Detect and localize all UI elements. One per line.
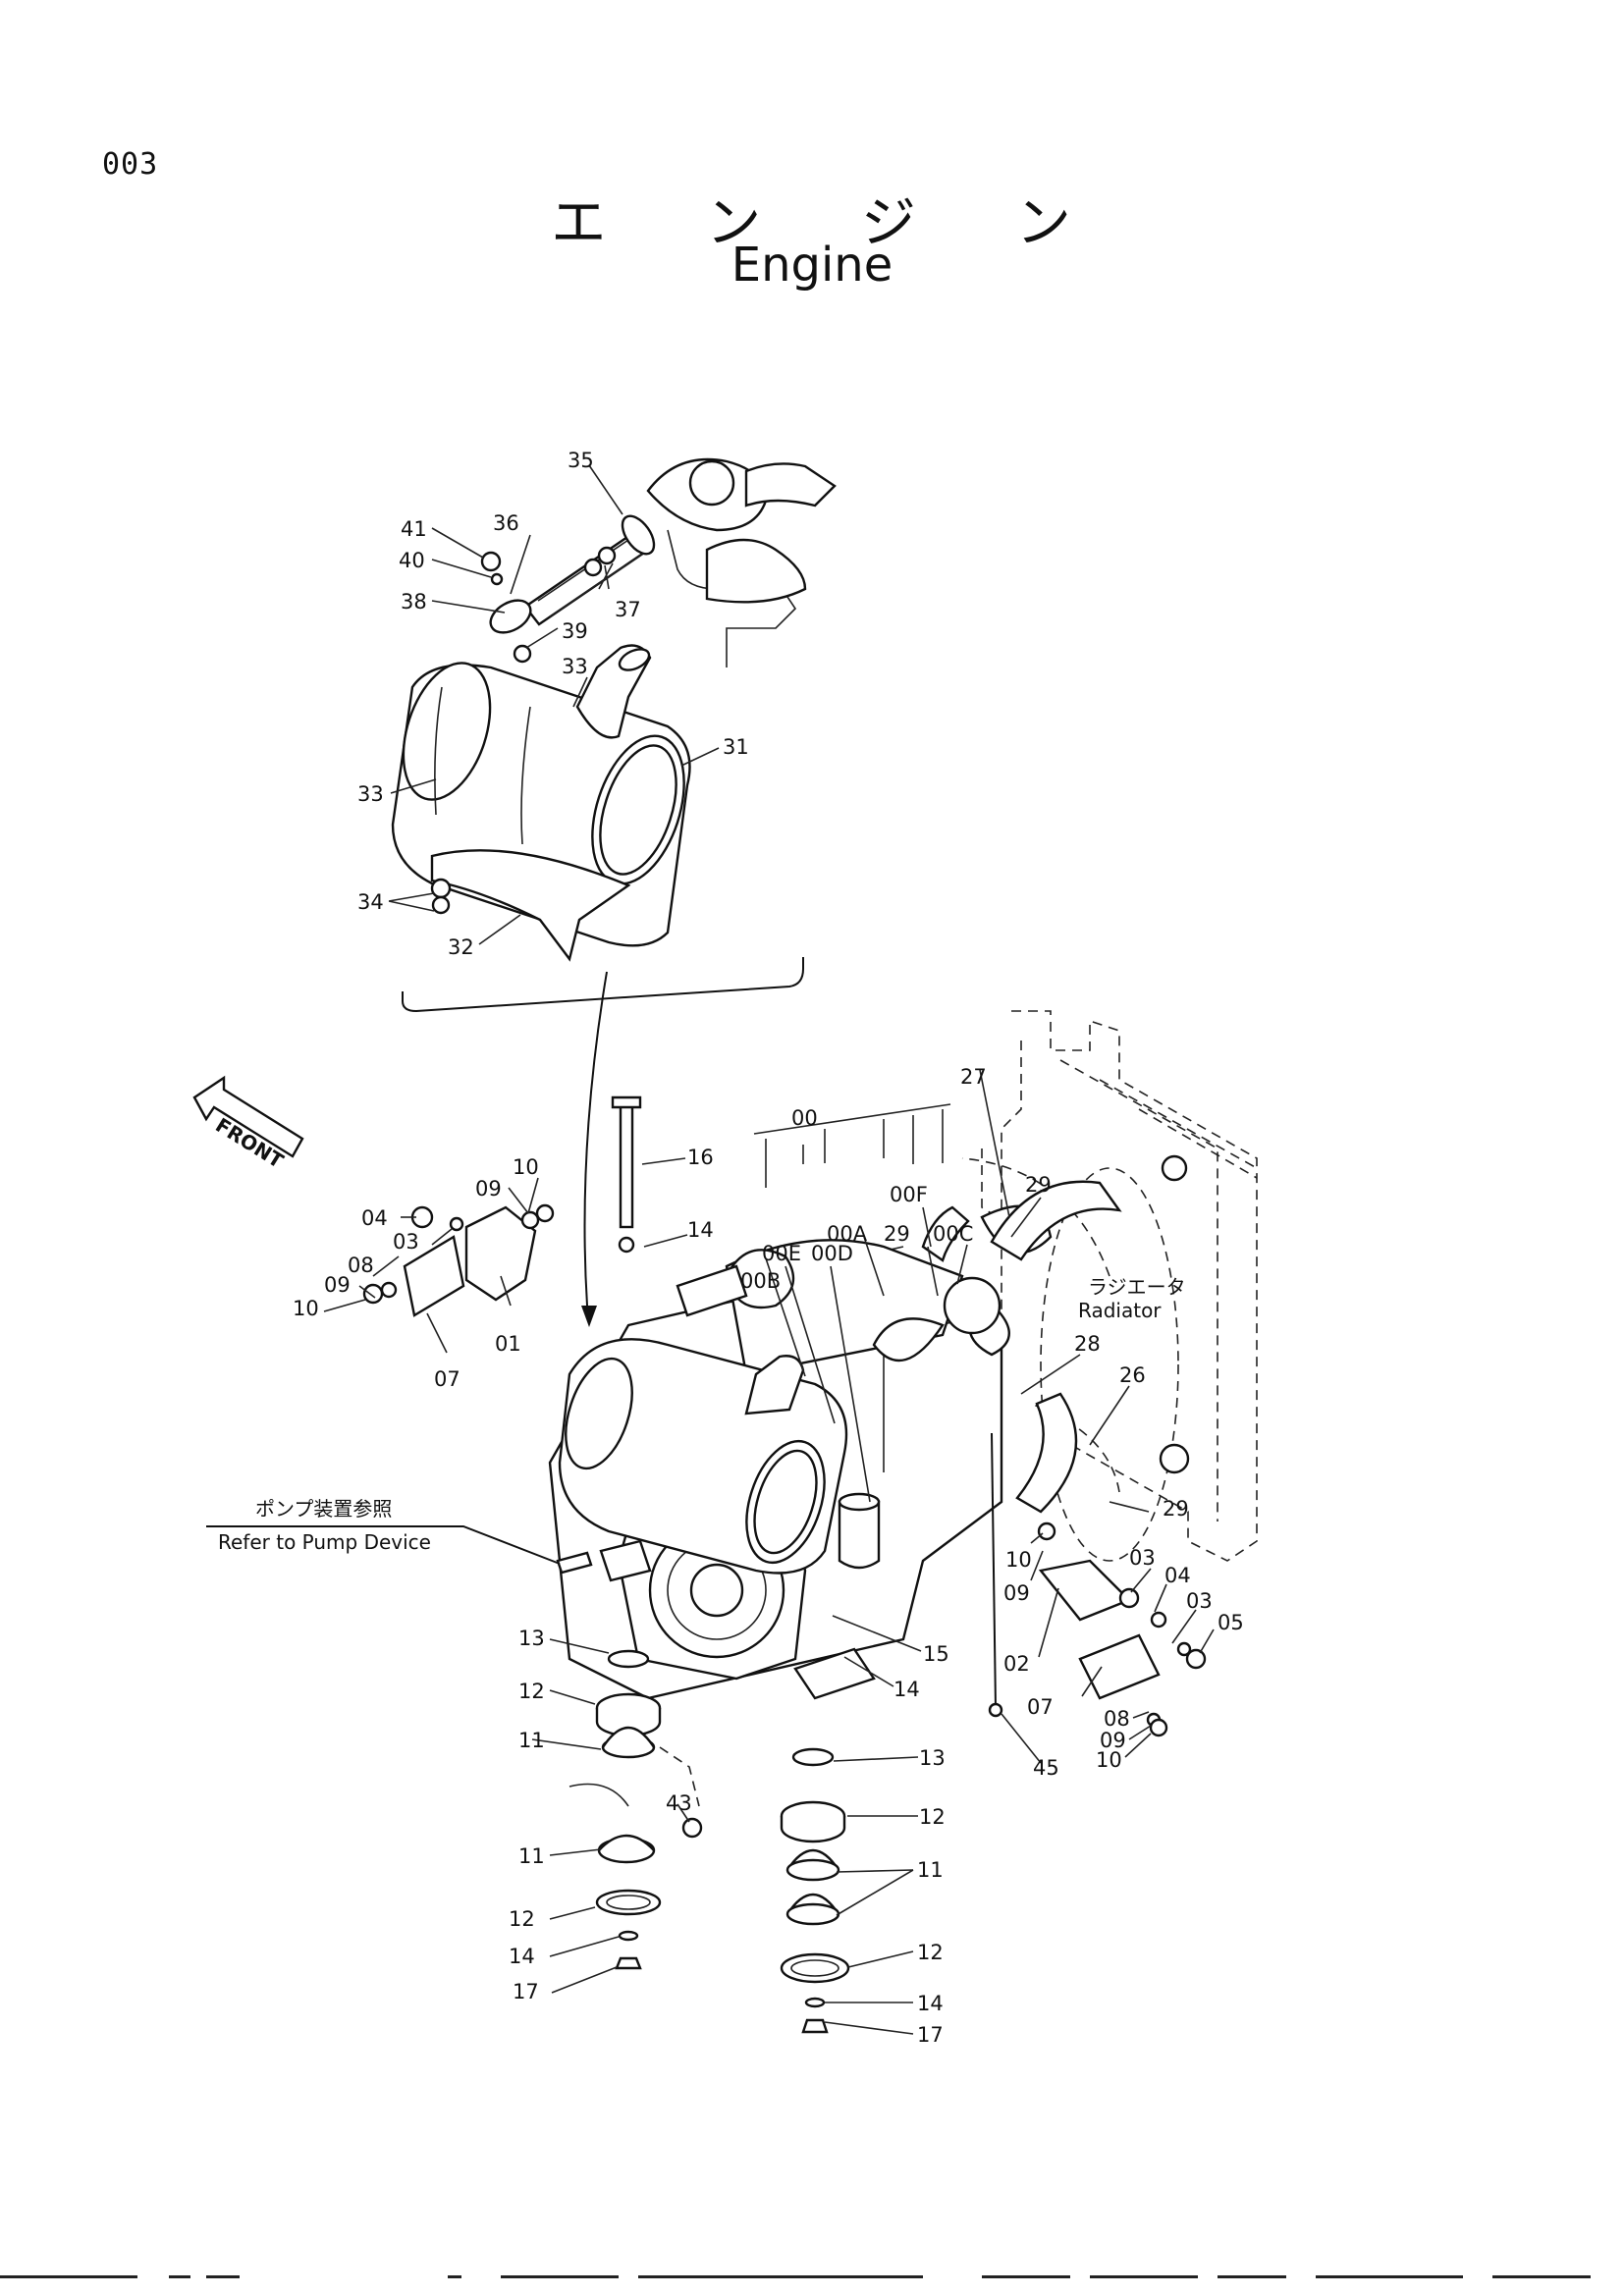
title-japanese: エ ン ジ ン (551, 191, 1112, 255)
callout-27: 27 (960, 1065, 987, 1089)
engine-assembly (548, 1180, 1122, 1718)
callout-00B: 00B (740, 1269, 781, 1293)
callout-12-left: 12 (509, 1907, 535, 1931)
assembly-arrow (583, 971, 608, 1307)
pump-ref-jp: ポンプ装置参照 (255, 1497, 392, 1521)
callout-09-top: 09 (475, 1177, 502, 1201)
callout-41: 41 (401, 517, 427, 541)
radiator-label-jp: ラジエータ (1088, 1275, 1186, 1299)
footer-rule-5 (501, 2275, 619, 2278)
callout-09-right: 09 (1003, 1581, 1030, 1605)
left-mount-parts (362, 1095, 642, 1317)
callout-07-left: 07 (434, 1367, 460, 1391)
callout-00D: 00D (811, 1242, 853, 1265)
callout-14-left: 14 (509, 1945, 535, 1968)
callout-08-right: 08 (1104, 1707, 1130, 1731)
callout-11-right: 11 (917, 1858, 944, 1882)
callout-13-left: 13 (518, 1627, 545, 1650)
callout-05: 05 (1218, 1611, 1244, 1634)
callout-17-left: 17 (513, 1980, 539, 2003)
callout-36: 36 (493, 511, 519, 535)
callout-04-left: 04 (361, 1206, 388, 1230)
callout-01: 01 (495, 1332, 521, 1356)
callout-45: 45 (1033, 1756, 1059, 1780)
footer-rule-1 (0, 2275, 137, 2278)
assembly-arrow-head (581, 1306, 597, 1327)
callout-09-right-low: 09 (1100, 1729, 1126, 1752)
front-arrow: FRONT (192, 1075, 304, 1173)
radiator-label-en: Radiator (1078, 1299, 1162, 1322)
rubber-mount-stacks (568, 1649, 850, 2034)
callout-00C: 00C (933, 1222, 973, 1246)
radiator: ラジエータ Radiator (961, 1010, 1258, 1562)
pump-ref-en: Refer to Pump Device (218, 1530, 431, 1554)
group-bracket-legs (765, 1109, 944, 1188)
callout-04-right: 04 (1164, 1564, 1191, 1587)
callout-10-left: 10 (293, 1297, 319, 1320)
callout-26: 26 (1119, 1363, 1146, 1387)
callout-33-left: 33 (357, 782, 384, 806)
callout-03-right-top: 03 (1129, 1546, 1156, 1570)
callout-33-top: 33 (562, 655, 588, 678)
footer-rule-9 (1218, 2275, 1286, 2278)
callout-00: 00 (791, 1106, 818, 1130)
callout-17-right: 17 (917, 2023, 944, 2047)
footer-rule-4 (448, 2275, 461, 2278)
callout-16: 16 (687, 1146, 714, 1169)
callout-07-right: 07 (1027, 1695, 1054, 1719)
callout-03-left: 03 (393, 1230, 419, 1254)
footer-rule-3 (206, 2275, 240, 2278)
footer-rule-2 (169, 2275, 190, 2278)
group-bracket (753, 1103, 951, 1135)
callout-14-mid: 14 (893, 1678, 920, 1701)
callout-32: 32 (448, 935, 474, 959)
callout-13-right: 13 (919, 1746, 946, 1770)
leader-lines (323, 464, 1215, 2035)
callout-09-left: 09 (324, 1273, 351, 1297)
footer-rule-11 (1492, 2275, 1591, 2278)
callout-12-right-top: 12 (919, 1805, 946, 1829)
callout-29-c: 29 (1163, 1497, 1189, 1521)
footer-rule-6 (638, 2275, 923, 2278)
callout-10-top: 10 (513, 1155, 539, 1179)
callout-11-left-top: 11 (518, 1729, 545, 1752)
callout-15: 15 (923, 1642, 949, 1666)
callout-28: 28 (1074, 1332, 1101, 1356)
callout-10-right: 10 (1005, 1548, 1032, 1572)
callout-10-right-low: 10 (1096, 1748, 1122, 1772)
callout-40: 40 (399, 549, 425, 572)
callout-14-right: 14 (917, 1992, 944, 2015)
callout-11-left: 11 (518, 1844, 545, 1868)
callout-labels: 35 36 41 40 38 37 39 33 31 33 34 32 27 0… (293, 449, 1244, 2047)
callout-08-left: 08 (348, 1254, 374, 1277)
muffler-subassembly (391, 457, 837, 1013)
callout-14-top: 14 (687, 1218, 714, 1242)
callout-00A: 00A (827, 1222, 868, 1246)
page-number: 003 (102, 147, 159, 182)
callout-03-right: 03 (1186, 1589, 1213, 1613)
title-english: Engine (731, 238, 893, 293)
pump-ref-leader (206, 1525, 561, 1565)
callout-34: 34 (357, 890, 384, 914)
callout-00F: 00F (890, 1183, 928, 1206)
right-mount-parts (1037, 1522, 1207, 1737)
pump-ref-bolt (556, 1551, 593, 1575)
callout-38: 38 (401, 590, 427, 614)
callout-35: 35 (568, 449, 594, 472)
callout-00E: 00E (762, 1242, 801, 1265)
callout-02: 02 (1003, 1652, 1030, 1676)
footer-rule-7 (982, 2275, 1070, 2278)
callout-29-b: 29 (1025, 1173, 1052, 1197)
footer-rule-8 (1090, 2275, 1198, 2278)
callout-12-right: 12 (917, 1941, 944, 1964)
callout-37: 37 (615, 598, 641, 621)
footer-rule-10 (1316, 2275, 1463, 2278)
callout-43: 43 (666, 1791, 692, 1815)
callout-31: 31 (723, 735, 749, 759)
callout-39: 39 (562, 619, 588, 643)
callout-12-left-top: 12 (518, 1680, 545, 1703)
callout-29-a: 29 (884, 1222, 910, 1246)
